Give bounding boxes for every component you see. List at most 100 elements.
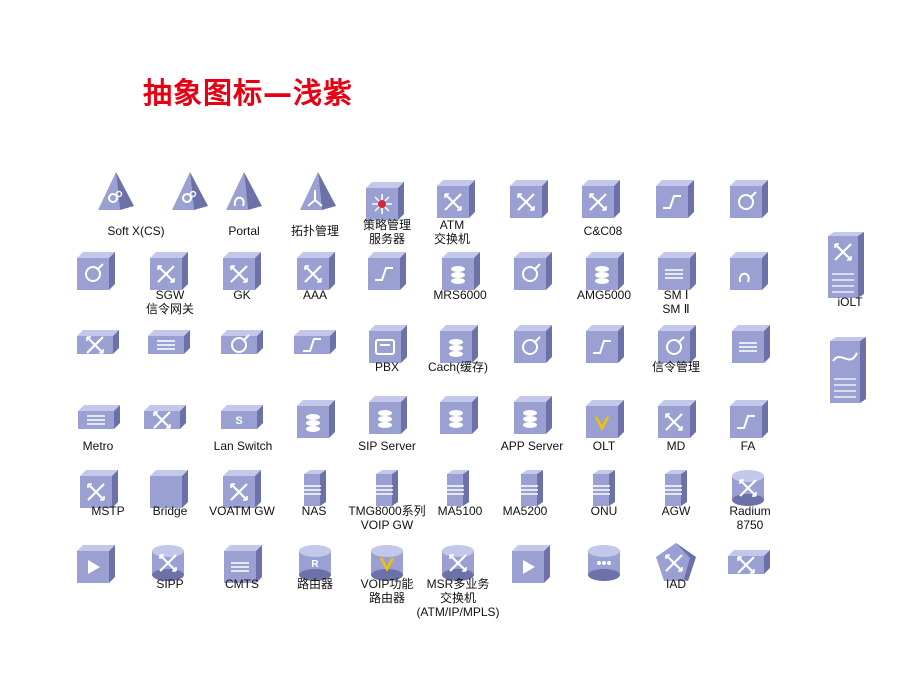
- agw-icon: [661, 468, 691, 508]
- tuopu-label: 拓扑管理: [290, 224, 339, 238]
- c14-icon: [508, 541, 552, 585]
- iolt-label: iOLT: [837, 295, 863, 309]
- metro-icon: [76, 403, 120, 433]
- cc08-label: C&C08: [583, 224, 623, 238]
- sip-label: SIP Server: [358, 439, 416, 453]
- sm-icon: [654, 248, 698, 292]
- sip-icon: [365, 392, 409, 436]
- cc08-icon: [578, 176, 622, 220]
- signal-label: 信令管理: [651, 360, 700, 374]
- c3-icon: [726, 176, 770, 220]
- tuopu-icon: [296, 170, 340, 214]
- c6-icon: [510, 248, 554, 292]
- svg-text:S: S: [235, 415, 242, 427]
- cache-label: Cach(缓存): [427, 360, 488, 374]
- flat3-icon: [219, 328, 263, 358]
- olt-icon: [582, 396, 626, 440]
- aaa2-icon: [436, 392, 480, 436]
- sgw-label: SGW 信令网关: [145, 288, 194, 316]
- flat4-icon: [292, 328, 336, 358]
- mrs6000-label: MRS6000: [433, 288, 487, 302]
- softx-icon: [94, 170, 138, 214]
- md-label: MD: [666, 439, 686, 453]
- ma5100-label: MA5100: [437, 504, 483, 518]
- svg-text:R: R: [311, 559, 319, 570]
- signal-icon: [654, 321, 698, 365]
- voatm-label: VOATM GW: [209, 504, 275, 518]
- agw-label: AGW: [661, 504, 691, 518]
- policy-icon: [362, 178, 406, 222]
- portal-label: Portal: [228, 224, 260, 238]
- ma5100-icon: [443, 468, 473, 508]
- nas-label: NAS: [301, 504, 327, 518]
- voiprouter-label: VOIP功能 路由器: [360, 577, 414, 605]
- c11-icon: [142, 403, 186, 433]
- gk-label: GK: [233, 288, 251, 302]
- c4-icon: [73, 248, 117, 292]
- c9-icon: [582, 321, 626, 365]
- c2-icon: [652, 176, 696, 220]
- pbx-label: PBX: [374, 360, 399, 374]
- policy-label: 策略管理 服务器: [362, 218, 411, 246]
- sideicon-icon: [828, 335, 868, 405]
- onu-label: ONU: [590, 504, 618, 518]
- appserver-label: APP Server: [500, 439, 564, 453]
- c1-icon: [506, 176, 550, 220]
- fa-icon: [726, 396, 770, 440]
- onu-icon: [589, 468, 619, 508]
- bridge-label: Bridge: [152, 504, 188, 518]
- cmts-icon: [220, 541, 264, 585]
- c13-icon: [73, 541, 117, 585]
- gk-icon: [219, 248, 263, 292]
- c16-icon: [726, 548, 770, 578]
- fa-label: FA: [740, 439, 756, 453]
- iad-label: IAD: [665, 577, 686, 591]
- flat1-icon: [75, 328, 119, 358]
- iolt-icon: [826, 230, 866, 300]
- pbx-icon: [365, 321, 409, 365]
- voatm-icon: [219, 466, 263, 510]
- olt-label: OLT: [592, 439, 616, 453]
- amg5000-label: AMG5000: [576, 288, 632, 302]
- c12-icon: [293, 396, 337, 440]
- metro-label: Metro: [82, 439, 114, 453]
- aaa-label: AAA: [302, 288, 327, 302]
- atm-icon: [433, 176, 477, 220]
- page-title: 抽象图标—浅紫: [143, 76, 354, 110]
- msr-icon: [436, 543, 480, 583]
- radium-icon: [726, 468, 770, 508]
- mstp-icon: [76, 466, 120, 510]
- softx-label: Soft X(CS): [107, 224, 165, 238]
- router-label: 路由器: [296, 577, 333, 591]
- amg5000-icon: [582, 248, 626, 292]
- c5-icon: [364, 248, 408, 292]
- nas-icon: [300, 468, 330, 508]
- tmg8000-icon: [372, 468, 402, 508]
- aaa-icon: [293, 248, 337, 292]
- sipp-icon: [146, 543, 190, 583]
- appserver-icon: [510, 392, 554, 436]
- radium-label: Radium 8750: [729, 504, 771, 532]
- mstp-label: MSTP: [91, 504, 125, 518]
- pyr2-icon: [168, 170, 212, 214]
- lanswitch-label: Lan Switch: [213, 439, 273, 453]
- flat2-icon: [146, 328, 190, 358]
- iad-icon: [654, 541, 698, 585]
- c7-icon: [726, 248, 770, 292]
- voiprouter-icon: [365, 543, 409, 583]
- c8-icon: [510, 321, 554, 365]
- bridge-icon: [146, 466, 190, 510]
- cache-icon: [436, 321, 480, 365]
- ma5200-icon: [517, 468, 547, 508]
- portal-icon: [222, 170, 266, 214]
- md-icon: [654, 396, 698, 440]
- c10-icon: [728, 321, 772, 365]
- cmts-label: CMTS: [225, 577, 259, 591]
- tmg8000-label: TMG8000系列 VOIP GW: [348, 504, 426, 532]
- atm-label: ATM 交换机: [433, 218, 470, 246]
- msr-label: MSR多业务 交换机 (ATM/IP/MPLS): [416, 577, 500, 619]
- c15-icon: [582, 543, 626, 583]
- router-icon: R: [293, 543, 337, 583]
- sm-label: SM Ⅰ SM Ⅱ: [662, 288, 690, 316]
- lanswitch-icon: S: [219, 403, 263, 433]
